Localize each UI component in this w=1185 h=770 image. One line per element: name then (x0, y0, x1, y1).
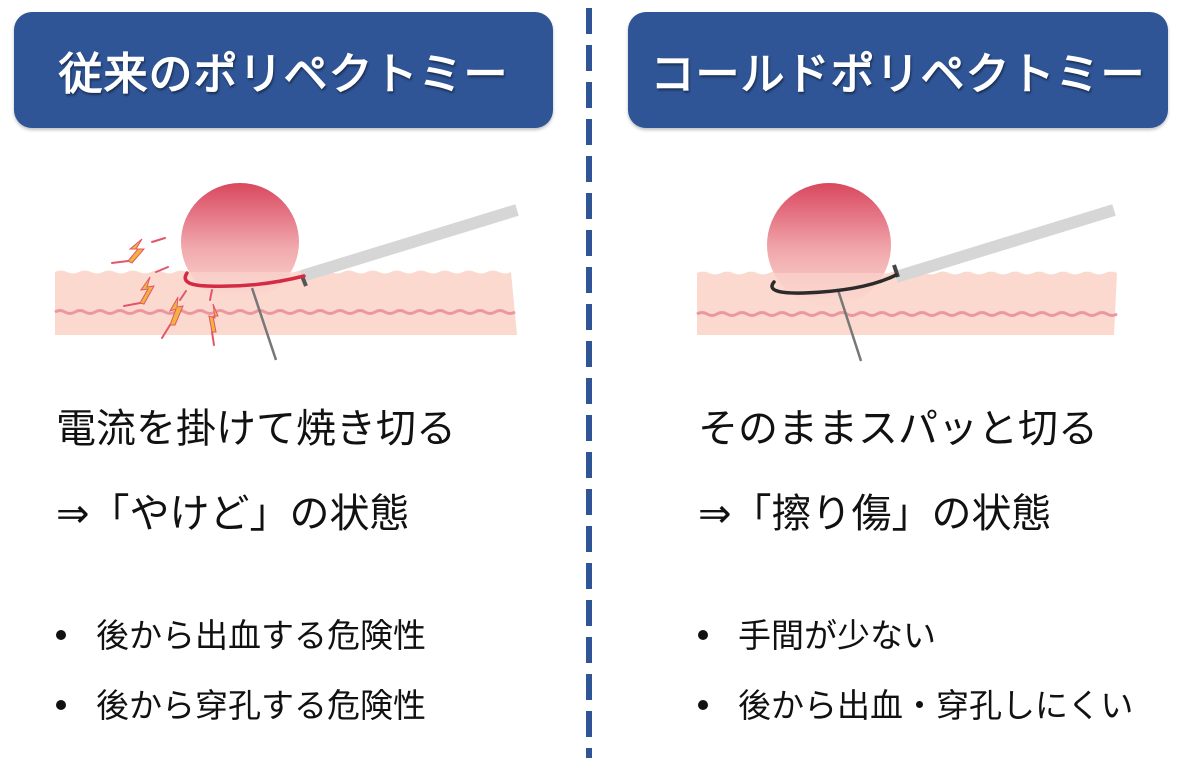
list-item: 後から出血・穿孔しにくい (698, 686, 1133, 726)
bullet-icon (56, 700, 66, 710)
conventional-result: ⇒「やけど」の状態 (56, 491, 410, 537)
cold-benefit-list: 手間が少ない 後から出血・穿孔しにくい (698, 616, 1133, 756)
bullet-icon (56, 630, 66, 640)
conventional-description: 電流を掛けて焼き切る (56, 406, 456, 452)
list-item: 手間が少ない (698, 616, 1133, 656)
bullet-icon (698, 630, 708, 640)
list-item: 後から穿孔する危険性 (56, 686, 426, 726)
conventional-polypectomy-header: 従来のポリペクトミー (14, 12, 553, 128)
dashed-divider (586, 8, 592, 758)
cold-result: ⇒「擦り傷」の状態 (698, 491, 1052, 537)
hot-snare-polyp-icon (40, 160, 540, 380)
bullet-icon (698, 700, 708, 710)
cold-snare-polyp-icon (680, 160, 1140, 380)
header-title: 従来のポリペクトミー (58, 49, 509, 100)
conventional-risk-list: 後から出血する危険性 後から穿孔する危険性 (56, 616, 426, 756)
list-item: 後から出血する危険性 (56, 616, 426, 656)
header-title: コールドポリペクトミー (650, 49, 1146, 100)
cold-description: そのままスパッと切る (698, 406, 1098, 452)
cold-polypectomy-header: コールドポリペクトミー (628, 12, 1168, 128)
